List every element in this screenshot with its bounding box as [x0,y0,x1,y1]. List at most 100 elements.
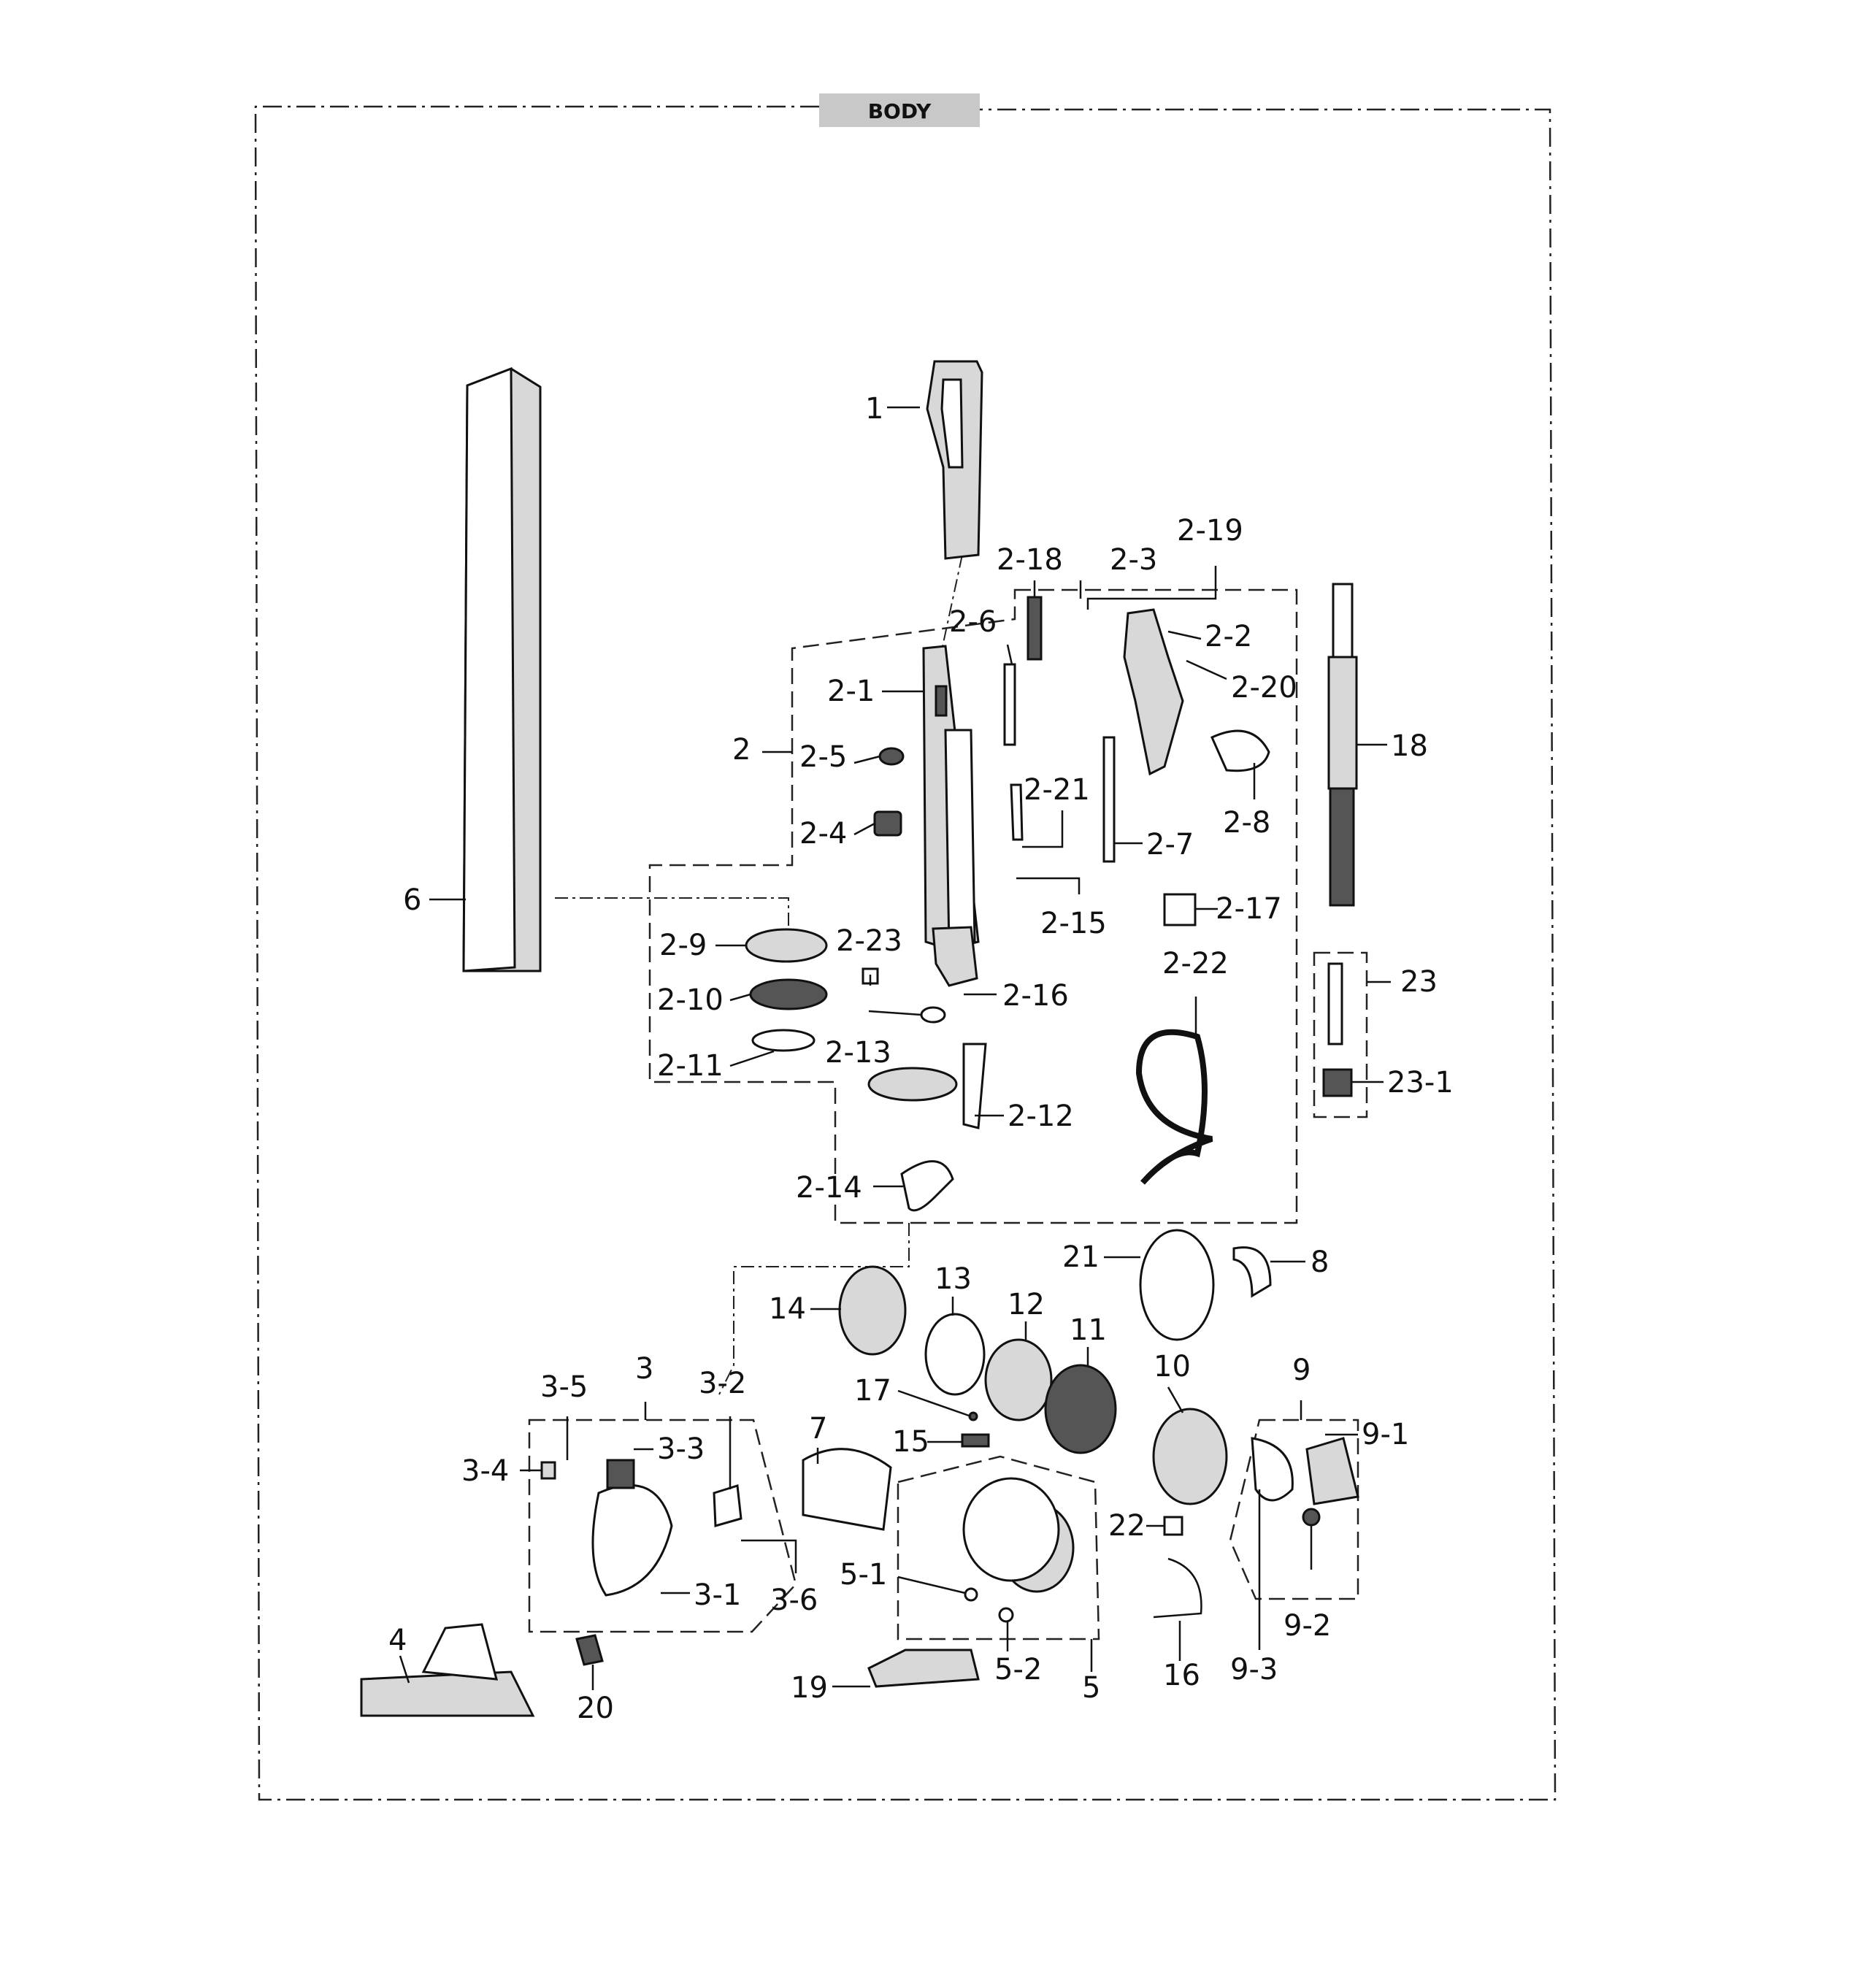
bushing-part-5-2 [998,1607,1014,1623]
filter-part-2-10 [749,978,828,1010]
label-2-5: 2-5 [799,740,847,774]
clip-part-2-6 [1003,663,1016,746]
motor-part-12 [984,1338,1053,1421]
label-2-8: 2-8 [1223,806,1270,840]
cyclone-part-2-12 [867,1043,987,1129]
group-23-outline [1313,951,1368,1118]
label-5-1: 5-1 [840,1558,887,1592]
label-22: 22 [1108,1509,1146,1543]
leader-2-10 [729,993,751,1002]
filter-part-2-17 [1163,893,1197,926]
label-2-14: 2-14 [796,1171,862,1205]
label-2-19: 2-19 [1177,514,1243,548]
motor-part-11 [1044,1364,1117,1454]
leader-2-11 [729,1050,775,1067]
label-19: 19 [791,1671,828,1705]
connector-bin [555,897,789,938]
label-2-13: 2-13 [825,1036,891,1070]
rod-part-2-7 [1102,736,1116,863]
board-part-9-1 [1305,1437,1359,1505]
label-23: 23 [1400,965,1438,999]
label-2-1: 2-1 [827,675,875,708]
leader-2-2 [1167,630,1202,640]
label-8: 8 [1311,1246,1329,1279]
group-9-outline [1229,1419,1359,1600]
wire-part-16 [1153,1557,1202,1619]
gasket-part-2-5 [878,747,905,766]
cover-part-7 [802,1448,892,1531]
label-2-3: 2-3 [1110,543,1157,577]
label-2-7: 2-7 [1146,828,1194,861]
label-3: 3 [635,1352,653,1386]
leader-5-1 [897,1576,966,1594]
power-cord-part-2-22 [1135,1029,1213,1185]
sensor-part-22 [1163,1516,1183,1536]
label-9: 9 [1292,1354,1311,1387]
lower-housing-part-5 [962,1477,1075,1593]
pin-part-3-4 [540,1461,556,1480]
elbow-part-3-2 [713,1484,743,1527]
crevice-tool-part-23 [1327,962,1343,1045]
handle-grip-part-2-2 [1123,608,1184,776]
motor-housing-part-14 [838,1265,907,1356]
seal-part-2-4 [873,810,902,837]
label-20: 20 [577,1692,614,1725]
pivot-part-20 [575,1634,604,1666]
label-2-23: 2-23 [836,924,902,958]
filter-cover-part-2-9 [745,928,828,963]
label-3-2: 3-2 [699,1367,746,1400]
label-16: 16 [1163,1659,1200,1692]
ring-part-2-11 [751,1029,816,1052]
switch-part-9-2 [1302,1508,1321,1527]
motor-cover-part-13 [924,1313,986,1396]
floor-nozzle-part-4 [360,1623,535,1717]
label-2-16: 2-16 [1002,979,1069,1013]
label-3-6: 3-6 [770,1584,818,1617]
brush-tool-part-23-1 [1322,1068,1353,1097]
label-9-2: 9-2 [1283,1609,1331,1643]
label-23-1: 23-1 [1387,1066,1454,1099]
label-2: 2 [732,733,751,767]
label-9-1: 9-1 [1362,1418,1409,1451]
label-2-10: 2-10 [657,983,724,1017]
label-2-20: 2-20 [1231,671,1297,705]
label-13: 13 [935,1262,972,1296]
label-3-1: 3-1 [694,1578,741,1612]
leader-4 [399,1655,410,1684]
label-2-2: 2-2 [1205,620,1252,653]
latch-part-3-3 [606,1459,635,1489]
latch-part-2-21 [1010,783,1024,841]
label-2-4: 2-4 [799,817,847,851]
label-9-3: 9-3 [1230,1653,1278,1686]
hose-elbow-part-2-14 [900,1160,954,1212]
label-2-17: 2-17 [1216,892,1282,926]
bracket-part-19 [867,1649,980,1688]
body-frame [254,105,1557,1801]
group-3-outline [528,1419,797,1633]
label-2-21: 2-21 [1024,773,1090,807]
label-15: 15 [892,1425,929,1459]
pivot-part-2-16 [932,926,978,987]
group-2-outline [648,588,1298,1224]
label-7: 7 [809,1412,827,1446]
hose-wand-part-18 [1327,583,1358,907]
label-3-4: 3-4 [461,1454,509,1488]
gasket-part-9-3 [1251,1437,1294,1502]
dust-bin-part-6 [462,366,542,972]
label-2-9: 2-9 [659,929,707,962]
leader-2-15 [1016,877,1081,894]
cap-part-2-13 [920,1006,946,1024]
label-3-3: 3-3 [657,1432,705,1466]
leader-17 [897,1389,972,1418]
bushing-part-5-1 [964,1587,978,1602]
spring-part-15 [961,1433,990,1448]
title-background [819,93,980,127]
label-2-22: 2-22 [1162,947,1229,980]
clip-part-8 [1232,1246,1272,1298]
label-2-18: 2-18 [997,543,1063,577]
label-2-15: 2-15 [1040,907,1107,940]
button-part-2-8 [1210,729,1270,772]
label-11: 11 [1070,1313,1107,1347]
label-18: 18 [1391,729,1428,763]
leader-2-21 [1022,810,1064,848]
